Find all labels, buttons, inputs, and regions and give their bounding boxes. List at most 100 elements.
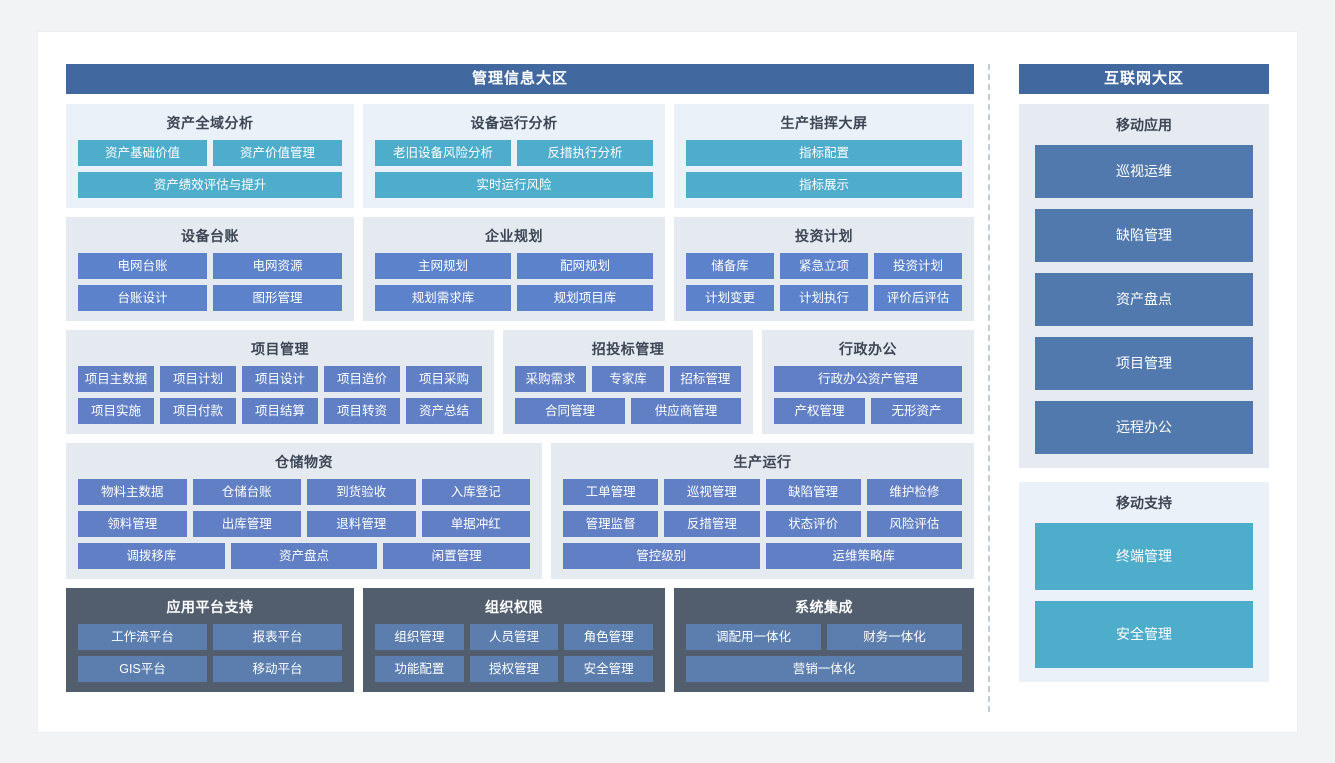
tile-item[interactable]: 反措执行分析	[517, 140, 653, 166]
mobile-app-item[interactable]: 远程办公	[1035, 401, 1253, 454]
tile-item[interactable]: 专家库	[592, 366, 664, 392]
tile-item[interactable]: 风险评估	[866, 511, 962, 537]
card-mobile-support: 移动支持 终端管理 安全管理	[1019, 482, 1269, 682]
tile-item[interactable]: 计划执行	[780, 285, 868, 311]
card-title: 项目管理	[251, 341, 309, 357]
tile-item[interactable]: 行政办公资产管理	[774, 366, 962, 392]
tile-row: 组织管理 人员管理 角色管理	[375, 624, 654, 650]
tile-item[interactable]: 指标展示	[686, 172, 962, 198]
tile-item[interactable]: 采购需求	[515, 366, 587, 392]
tile-item[interactable]: 配网规划	[517, 253, 653, 279]
tile-item[interactable]: 管控级别	[563, 543, 760, 569]
tile-item[interactable]: 营销一体化	[686, 656, 962, 682]
tile-item[interactable]: 项目设计	[242, 366, 318, 392]
card-warehouse-materials: 仓储物资 物料主数据 仓储台账 到货验收 入库登记 领料管理 出库管理 退料管理	[66, 443, 542, 579]
tile-group: 采购需求 专家库 招标管理 合同管理 供应商管理	[515, 366, 741, 424]
card-system-integration: 系统集成 调配用一体化 财务一体化 营销一体化	[674, 588, 974, 692]
tile-item[interactable]: 紧急立项	[780, 253, 868, 279]
tile-item[interactable]: 报表平台	[213, 624, 342, 650]
tile-item[interactable]: 资产价值管理	[213, 140, 342, 166]
tile-item[interactable]: 领料管理	[78, 511, 187, 537]
tile-item[interactable]: 项目计划	[160, 366, 236, 392]
tile-group: 储备库 紧急立项 投资计划 计划变更 计划执行 评价后评估	[686, 253, 962, 311]
region-divider	[988, 64, 991, 712]
tile-row: 资产绩效评估与提升	[78, 172, 342, 198]
tile-item[interactable]: 巡视管理	[664, 479, 760, 505]
mobile-app-item[interactable]: 项目管理	[1035, 337, 1253, 390]
tile-item[interactable]: 财务一体化	[827, 624, 962, 650]
card-administrative-office: 行政办公 行政办公资产管理 产权管理 无形资产	[762, 330, 974, 434]
tile-item[interactable]: 图形管理	[213, 285, 342, 311]
tile-item[interactable]: 投资计划	[874, 253, 962, 279]
tile-item[interactable]: 人员管理	[469, 624, 559, 650]
tile-item[interactable]: 规划项目库	[517, 285, 653, 311]
tile-item[interactable]: 到货验收	[307, 479, 416, 505]
tile-item[interactable]: 项目转资	[324, 398, 400, 424]
tile-item[interactable]: 供应商管理	[631, 398, 741, 424]
tile-item[interactable]: 电网资源	[213, 253, 342, 279]
tile-item[interactable]: 物料主数据	[78, 479, 187, 505]
tile-row: 物料主数据 仓储台账 到货验收 入库登记	[78, 479, 530, 505]
tile-item[interactable]: 合同管理	[515, 398, 625, 424]
tile-item[interactable]: 资产基础价值	[78, 140, 207, 166]
tile-row: 电网台账 电网资源	[78, 253, 342, 279]
tile-item[interactable]: 缺陷管理	[765, 479, 861, 505]
tile-item[interactable]: 安全管理	[564, 656, 654, 682]
tile-item[interactable]: 状态评价	[765, 511, 861, 537]
tile-item[interactable]: 授权管理	[469, 656, 559, 682]
tile-group: 调配用一体化 财务一体化 营销一体化	[686, 624, 962, 682]
tile-item[interactable]: 入库登记	[421, 479, 530, 505]
tile-item[interactable]: 项目付款	[160, 398, 236, 424]
tile-item[interactable]: 计划变更	[686, 285, 774, 311]
tile-item[interactable]: 单据冲红	[421, 511, 530, 537]
tile-item[interactable]: 调拨移库	[78, 543, 225, 569]
tile-item[interactable]: 工单管理	[563, 479, 659, 505]
tile-item[interactable]: 资产总结	[406, 398, 482, 424]
tile-row: 规划需求库 规划项目库	[375, 285, 653, 311]
tile-item[interactable]: 管理监督	[563, 511, 659, 537]
tile-item[interactable]: 项目结算	[242, 398, 318, 424]
mobile-app-item[interactable]: 缺陷管理	[1035, 209, 1253, 262]
tile-item[interactable]: 台账设计	[78, 285, 207, 311]
tile-item[interactable]: 无形资产	[871, 398, 962, 424]
tile-item[interactable]: 指标配置	[686, 140, 962, 166]
tile-item[interactable]: 功能配置	[375, 656, 464, 682]
card-production-command-screen: 生产指挥大屏 指标配置 指标展示	[674, 104, 974, 208]
tile-item[interactable]: 运维策略库	[765, 543, 962, 569]
row-warehouse-production: 仓储物资 物料主数据 仓储台账 到货验收 入库登记 领料管理 出库管理 退料管理	[66, 443, 974, 579]
tile-item[interactable]: 资产盘点	[230, 543, 378, 569]
tile-item[interactable]: 产权管理	[774, 398, 865, 424]
tile-item[interactable]: 调配用一体化	[686, 624, 821, 650]
tile-item[interactable]: 角色管理	[564, 624, 654, 650]
mobile-support-item[interactable]: 终端管理	[1035, 523, 1253, 590]
tile-item[interactable]: 项目造价	[324, 366, 400, 392]
tile-item[interactable]: 移动平台	[213, 656, 342, 682]
tile-item[interactable]: GIS平台	[78, 656, 207, 682]
tile-item[interactable]: 招标管理	[669, 366, 741, 392]
mobile-app-item[interactable]: 资产盘点	[1035, 273, 1253, 326]
tile-item[interactable]: 仓储台账	[192, 479, 301, 505]
card-title: 投资计划	[795, 228, 853, 244]
tile-item[interactable]: 老旧设备风险分析	[375, 140, 511, 166]
card-title: 应用平台支持	[166, 599, 254, 615]
tile-item[interactable]: 资产绩效评估与提升	[78, 172, 342, 198]
tile-item[interactable]: 项目实施	[78, 398, 154, 424]
tile-item[interactable]: 退料管理	[307, 511, 416, 537]
tile-item[interactable]: 组织管理	[375, 624, 464, 650]
mobile-support-item[interactable]: 安全管理	[1035, 601, 1253, 668]
tile-item[interactable]: 维护检修	[866, 479, 962, 505]
tile-item[interactable]: 储备库	[686, 253, 774, 279]
tile-item[interactable]: 项目采购	[406, 366, 482, 392]
tile-item[interactable]: 实时运行风险	[375, 172, 653, 198]
tile-item[interactable]: 闲置管理	[383, 543, 531, 569]
tile-item[interactable]: 工作流平台	[78, 624, 207, 650]
tile-item[interactable]: 出库管理	[192, 511, 301, 537]
tile-item[interactable]: 规划需求库	[375, 285, 511, 311]
tile-row: 领料管理 出库管理 退料管理 单据冲红	[78, 511, 530, 537]
tile-item[interactable]: 主网规划	[375, 253, 511, 279]
tile-item[interactable]: 电网台账	[78, 253, 207, 279]
tile-item[interactable]: 反措管理	[664, 511, 760, 537]
tile-item[interactable]: 项目主数据	[78, 366, 154, 392]
tile-item[interactable]: 评价后评估	[874, 285, 962, 311]
mobile-app-item[interactable]: 巡视运维	[1035, 145, 1253, 198]
